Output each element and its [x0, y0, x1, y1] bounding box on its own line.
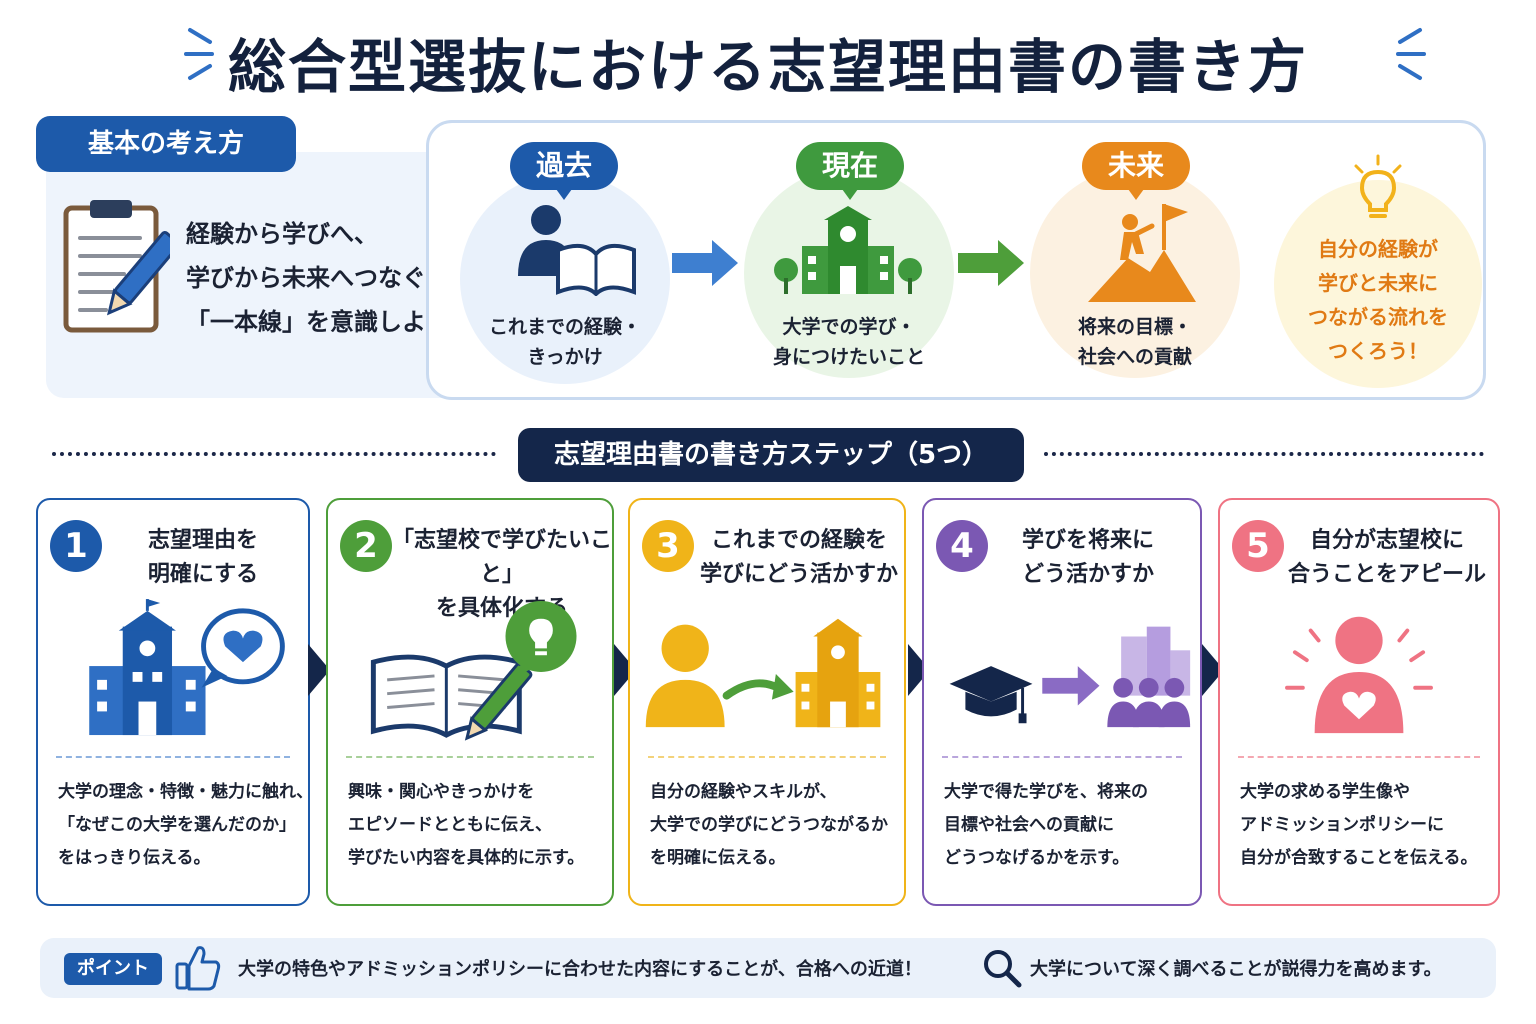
step-title: 学びを将来に どう活かすか — [988, 524, 1188, 592]
step-description: 興味・関心やきっかけを エピソードとともに伝え、 学びたい内容を具体的に示す。 — [348, 776, 584, 875]
step-title-line: 学びを将来に — [1021, 528, 1154, 553]
step-title-line: 合うことをアピール — [1287, 562, 1486, 587]
step-title-line: 「志望校で学びたいこと」 — [392, 528, 613, 587]
step-title: 志望理由を 明確にする — [108, 524, 298, 592]
step-desc-line: アドミッションポリシーに — [1240, 815, 1444, 835]
step-title-line: 自分が志望校に — [1309, 528, 1464, 553]
bulb-message: 自分の経験が 学びと未来に つながる流れを つくろう！ — [1274, 232, 1482, 368]
chevron-right-icon — [1202, 644, 1224, 696]
step-card-5: 5 自分が志望校に 合うことをアピール 大学の求める学生像や アドミッションポリ… — [1218, 498, 1500, 906]
person-heart-icon — [1285, 616, 1433, 734]
step-number: 4 — [936, 520, 988, 572]
step-desc-line: 大学での学びにどうつながるか — [650, 815, 888, 835]
step-number: 1 — [50, 520, 102, 572]
point-footer — [40, 938, 1496, 998]
step-desc-line: 興味・関心やきっかけを — [348, 782, 535, 802]
future-caption-line-2: 社会への貢献 — [1077, 346, 1192, 368]
magnifier-icon — [984, 950, 1022, 988]
clipboard-pencil-icon — [63, 200, 170, 333]
step-title: 自分が志望校に 合うことをアピール — [1282, 524, 1492, 592]
step-card-3: 3 これまでの経験を 学びにどう活かすか 自分の経験やスキルが、 大学での学びに… — [628, 498, 906, 906]
step-number: 3 — [642, 520, 694, 572]
book-pencil-idea-icon — [370, 600, 577, 741]
step-title-line: 明確にする — [147, 562, 259, 587]
divider-right — [1044, 452, 1484, 456]
chevron-right-icon — [308, 644, 330, 696]
step-separator — [1238, 756, 1480, 758]
person-to-school-icon — [645, 618, 881, 728]
step-separator — [648, 756, 886, 758]
bulb-line-3: つながる流れを — [1308, 305, 1448, 329]
step-title-line: 学びにどう活かすか — [699, 562, 898, 587]
now-caption-line-1: 大学での学び・ — [782, 316, 916, 338]
step-desc-line: を明確に伝える。 — [650, 848, 786, 868]
basic-line-2: 学びから未来へつなぐ — [186, 264, 426, 292]
step-number: 5 — [1232, 520, 1284, 572]
research-message: 大学について深く調べることが説得力を高めます。 — [1030, 959, 1442, 980]
step-title-line: 志望理由を — [147, 528, 258, 553]
past-label: 過去 — [510, 142, 618, 200]
point-message: 大学の特色やアドミッションポリシーに合わせた内容にすることが、合格への近道！ — [238, 959, 922, 980]
title-decoration-right — [1396, 28, 1426, 80]
arrow-right-icon — [672, 240, 738, 286]
step-card-4: 4 学びを将来に どう活かすか 大学で得た学びを、将来の 目標や社会への貢献に … — [922, 498, 1202, 906]
step-desc-line: 大学の理念・特徴・魅力に触れ、 — [58, 782, 314, 802]
past-caption-line-2: きっかけ — [527, 346, 603, 368]
thumbs-up-icon — [175, 946, 221, 991]
now-label: 現在 — [796, 142, 904, 200]
step-desc-line: 自分の経験やスキルが、 — [650, 782, 837, 802]
basic-concept-tab: 基本の考え方 — [36, 116, 296, 172]
step-title-line: どう活かすか — [1021, 562, 1154, 587]
person-climbing-flag-icon — [1088, 204, 1196, 302]
step-description: 自分の経験やスキルが、 大学での学びにどうつながるか を明確に伝える。 — [650, 776, 888, 875]
steps-header: 志望理由書の書き方ステップ（5つ） — [518, 428, 1024, 482]
bulb-line-2: 学びと未来に — [1318, 271, 1438, 295]
step-desc-line: 学びたい内容を具体的に示す。 — [348, 848, 585, 868]
step-description: 大学で得た学びを、将来の 目標や社会への貢献に どうつなげるかを示す。 — [944, 776, 1148, 875]
step-separator — [346, 756, 594, 758]
arrow-right-icon — [958, 240, 1024, 286]
bulb-line-4: つくろう！ — [1328, 339, 1428, 363]
title-decoration-left — [184, 28, 214, 80]
person-reading-book-icon — [518, 205, 636, 296]
basic-line-1: 経験から学びへ、 — [186, 220, 378, 248]
step-card-2: 2 「志望校で学びたいこと」 を具体化する 興味・関心やきっかけを エピソードと… — [326, 498, 614, 906]
chevron-right-icon — [908, 644, 930, 696]
future-caption-line-1: 将来の目標・ — [1077, 316, 1192, 338]
now-caption: 大学での学び・ 身につけたいこと — [744, 312, 954, 372]
lightbulb-icon — [1354, 154, 1402, 218]
step-desc-line: どうつなげるかを示す。 — [944, 848, 1130, 868]
step-desc-line: をはっきり伝える。 — [58, 848, 211, 868]
future-label: 未来 — [1082, 142, 1190, 200]
future-caption: 将来の目標・ 社会への貢献 — [1030, 312, 1240, 372]
point-label: ポイント — [64, 953, 162, 985]
university-building-icon — [774, 206, 922, 294]
step-description: 大学の理念・特徴・魅力に触れ、 「なぜこの大学を選んだのか」 をはっきり伝える。 — [58, 776, 313, 875]
step-number: 2 — [340, 520, 392, 572]
bulb-line-1: 自分の経験が — [1318, 237, 1438, 261]
step-separator — [56, 756, 290, 758]
step-title: これまでの経験を 学びにどう活かすか — [694, 524, 904, 592]
basic-concept-text: 経験から学びへ、 学びから未来へつなぐ 「一本線」を意識しよう！ — [186, 212, 474, 344]
step-desc-line: 大学で得た学びを、将来の — [944, 782, 1148, 802]
step-description: 大学の求める学生像や アドミッションポリシーに 自分が合致することを伝える。 — [1240, 776, 1478, 875]
step-desc-line: 大学の求める学生像や — [1240, 782, 1410, 802]
school-heart-icon — [89, 599, 285, 736]
graduation-to-society-icon — [949, 626, 1191, 728]
chevron-right-icon — [614, 644, 636, 696]
step-desc-line: 自分が合致することを伝える。 — [1240, 848, 1478, 868]
step-desc-line: 「なぜこの大学を選んだのか」 — [58, 815, 296, 835]
step-desc-line: 目標や社会への貢献に — [944, 815, 1114, 835]
step-title-line: これまでの経験を — [710, 528, 887, 553]
now-caption-line-2: 身につけたいこと — [772, 346, 925, 368]
step-separator — [942, 756, 1182, 758]
past-caption: これまでの経験・ きっかけ — [460, 312, 670, 372]
step-desc-line: エピソードとともに伝え、 — [348, 815, 552, 835]
page-title: 総合型選抜における志望理由書の書き方 — [227, 33, 1308, 101]
step-card-1: 1 志望理由を 明確にする 大学の理念・特徴・魅力に触れ、 「なぜこの大学を選ん… — [36, 498, 313, 906]
divider-left — [52, 452, 496, 456]
past-caption-line-1: これまでの経験・ — [488, 316, 641, 338]
step-title: 「志望校で学びたいこと」 を具体化する — [392, 524, 612, 626]
